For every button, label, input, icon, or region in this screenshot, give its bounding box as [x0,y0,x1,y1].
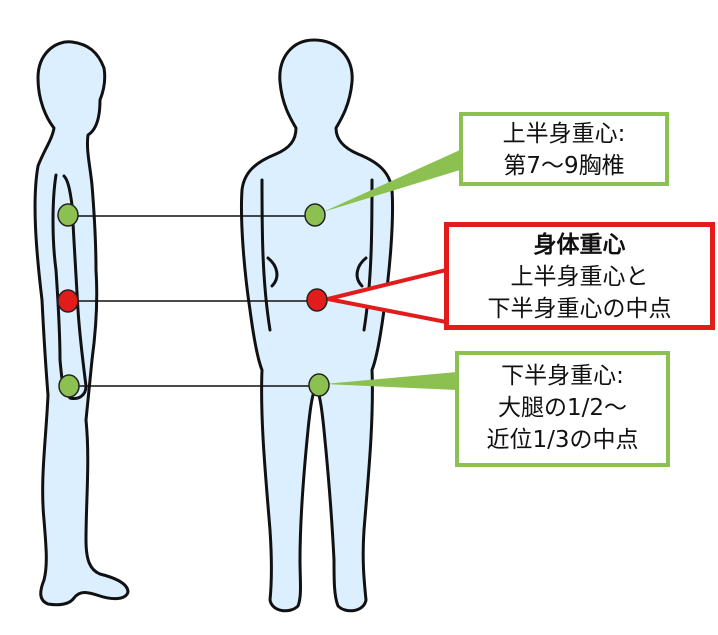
side-lower-marker [58,374,80,398]
whole-body-cog-callout: 身体重心 上半身重心と 下半身重心の中点 [444,222,715,330]
back-body-marker [306,288,328,312]
back-view-right-arm-outline [362,178,374,332]
back-upper-marker [304,203,326,227]
back-lower-marker [308,373,330,397]
back-view-figure [239,38,395,613]
upper-callout-pointer [323,150,460,212]
body-callout-line-1: 上半身重心と [510,264,649,290]
lower-callout-pointer [324,372,457,390]
back-view-left-arm-outline [260,178,272,332]
side-view-markers [57,203,80,398]
lower-callout-line-2: 大腿の1/2〜 [497,395,627,421]
side-view-body-outline [33,40,130,607]
back-view-waist-left [266,256,279,288]
side-view-figure [33,40,130,607]
lower-callout-line-1: 下半身重心: [501,363,624,389]
lower-body-cog-callout: 下半身重心: 大腿の1/2〜 近位1/3の中点 [455,351,670,467]
side-upper-marker [57,203,79,227]
body-callout-line-2: 下半身重心の中点 [487,296,672,322]
back-view-waist-right [355,256,368,288]
connector-lines [68,215,320,387]
back-view-markers [304,203,330,397]
back-view-body-outline [239,38,395,613]
upper-callout-line-1: 上半身重心: [502,121,626,147]
side-body-marker [57,289,79,313]
upper-callout-line-2: 第7〜9胸椎 [503,153,625,179]
upper-body-cog-callout: 上半身重心: 第7〜9胸椎 [459,112,669,186]
body-callout-title: 身体重心 [533,232,626,258]
lower-callout-line-3: 近位1/3の中点 [486,427,639,453]
